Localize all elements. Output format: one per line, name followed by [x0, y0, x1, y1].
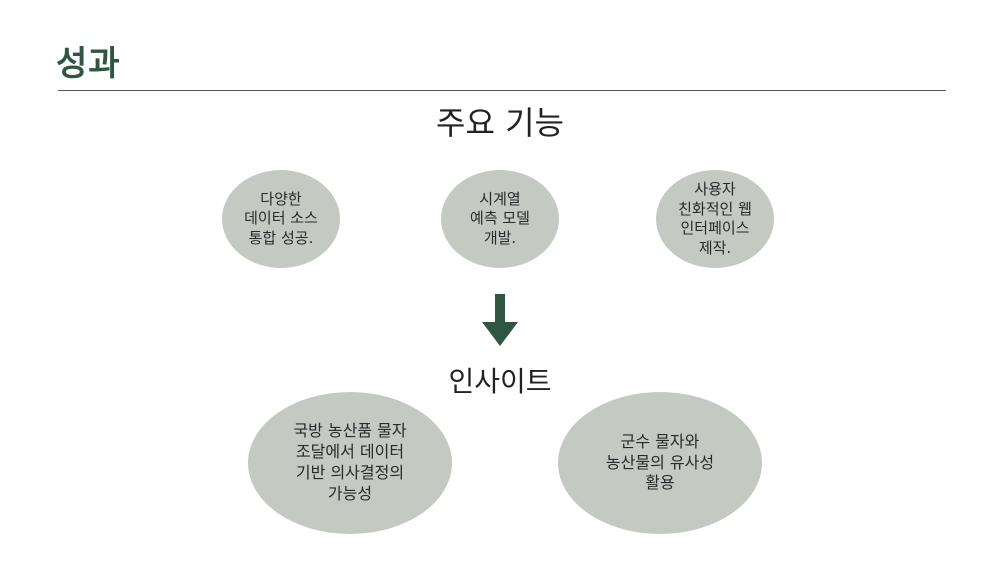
feature-bubble-web-interface: 사용자 친화적인 웹 인터페이스 제작. [656, 170, 774, 268]
feature-bubble-forecast-model: 시계열 예측 모델 개발. [441, 170, 559, 268]
insight-bubble-similarity: 군수 물자와 농산물의 유사성 활용 [558, 392, 762, 534]
insight-bubble-decision-making: 국방 농산품 물자 조달에서 데이터 기반 의사결정의 가능성 [248, 392, 452, 534]
insights-heading: 인사이트 [448, 365, 552, 398]
feature-bubble-data-integration: 다양한 데이터 소스 통합 성공. [222, 170, 340, 268]
feature-text: 사용자 친화적인 웹 인터페이스 제작. [678, 180, 752, 257]
title-divider [58, 90, 946, 91]
slide-title: 성과 [56, 44, 121, 84]
feature-text: 다양한 데이터 소스 통합 성공. [244, 189, 318, 247]
arrow-down-icon [482, 294, 518, 346]
insight-text: 국방 농산품 물자 조달에서 데이터 기반 의사결정의 가능성 [293, 421, 407, 503]
features-heading: 주요 기능 [436, 104, 564, 142]
insight-text: 군수 물자와 농산물의 유사성 활용 [605, 431, 715, 493]
feature-text: 시계열 예측 모델 개발. [470, 189, 530, 247]
